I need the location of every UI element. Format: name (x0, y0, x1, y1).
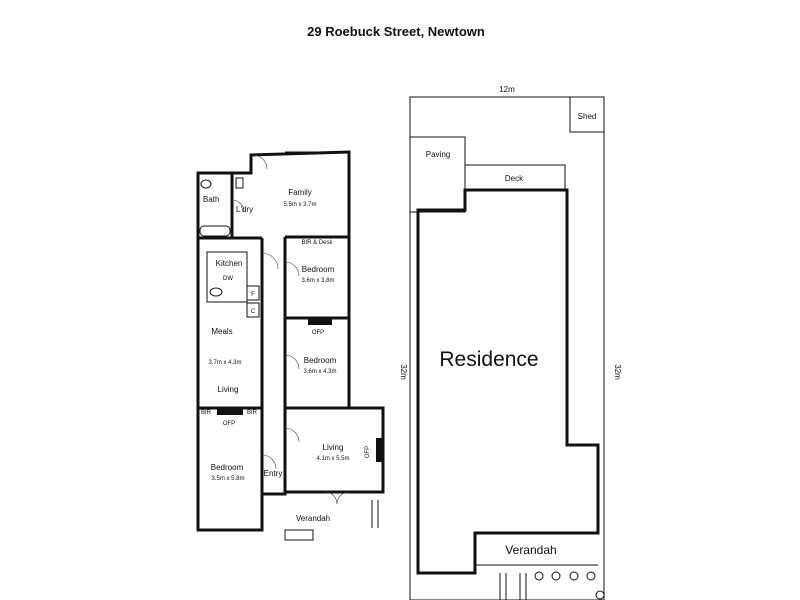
plant-icon (586, 571, 596, 581)
door-swing (284, 427, 300, 443)
room-label-living-b: Living (323, 443, 344, 452)
door-swing (261, 252, 279, 270)
shed (569, 96, 605, 133)
sink-icon (209, 287, 223, 297)
room-label-ofp-a: OFP (312, 330, 324, 336)
fireplace-icon (308, 318, 332, 325)
plant-icon (551, 571, 561, 581)
fridge-box (246, 285, 260, 301)
room-label-meals: Meals (211, 327, 232, 336)
residence-label: Residence (439, 348, 538, 371)
room-label-bath: Bath (203, 195, 219, 204)
room-label-bir-desk: BIR & Desk (301, 240, 333, 246)
room-label-kitchen: Kitchen (216, 259, 243, 268)
room-dims-bedroom-b: 3.6m x 4.3m (303, 369, 336, 375)
site-plan: 12m 32m 32m Shed Paving Deck Residence V… (399, 85, 622, 600)
appliance-label-dw: DW (223, 276, 233, 282)
room-label-bir-right: BIR (247, 410, 258, 416)
paving (409, 136, 466, 213)
room-dims-bedroom-c: 3.5m x 5.8m (211, 476, 244, 482)
cupboard-box (246, 302, 260, 318)
kitchen-bench (206, 251, 248, 303)
page-title: 29 Roebuck Street, Newtown (307, 24, 485, 39)
room-dims-family: 5.5m x 3.7m (283, 202, 316, 208)
site-depth-left-label: 32m (399, 364, 408, 380)
room-label-verandah: Verandah (296, 514, 330, 523)
room-dims-living-b: 4.1m x 5.5m (316, 456, 349, 462)
plant-icon (534, 571, 544, 581)
room-label-bir-left: BIR (201, 410, 212, 416)
floor-plan: Bath L'dry Family 5.5m x 3.7m BIR & Desk… (196, 150, 385, 541)
appliance-label-cupboard: C (251, 309, 256, 315)
door-swing (324, 491, 338, 505)
room-dims-meals: 3.7m x 4.3m (208, 360, 241, 366)
basin-icon (200, 179, 212, 189)
door-swing (336, 491, 350, 505)
door-swing (284, 261, 300, 277)
door-swing (231, 199, 245, 213)
room-label-family: Family (288, 188, 312, 197)
room-label-entry: Entry (264, 469, 283, 478)
toilet-icon (235, 177, 244, 189)
door-swing (261, 454, 277, 470)
plant-icon (569, 571, 579, 581)
floor-plan-outline (196, 150, 385, 532)
door-swing (284, 354, 300, 370)
room-dims-bedroom-a: 3.6m x 3.8m (301, 278, 334, 284)
fireplace-icon (217, 408, 243, 415)
deck-label: Deck (505, 174, 524, 183)
residence-outline (416, 188, 600, 575)
fireplace-icon (376, 438, 383, 462)
room-label-ofp-b: OFP (223, 421, 235, 427)
room-label-laundry: L'dry (236, 205, 253, 214)
room-label-living-a: Living (218, 385, 239, 394)
shed-label: Shed (578, 112, 597, 121)
bathtub-icon (199, 225, 231, 237)
room-label-bedroom-c: Bedroom (211, 463, 244, 472)
verandah-steps (284, 529, 314, 541)
site-width-label: 12m (499, 85, 515, 94)
site-depth-right-label: 32m (613, 364, 622, 380)
door-swing (252, 154, 268, 170)
room-label-bedroom-b: Bedroom (304, 356, 337, 365)
site-boundary (409, 96, 605, 600)
room-label-bedroom-a: Bedroom (302, 265, 335, 274)
paving-label: Paving (426, 150, 450, 159)
site-verandah-label: Verandah (505, 543, 556, 557)
plant-icon (595, 590, 605, 600)
room-label-ofp-c: OFP (365, 446, 371, 458)
appliance-label-fridge: F (251, 292, 255, 298)
